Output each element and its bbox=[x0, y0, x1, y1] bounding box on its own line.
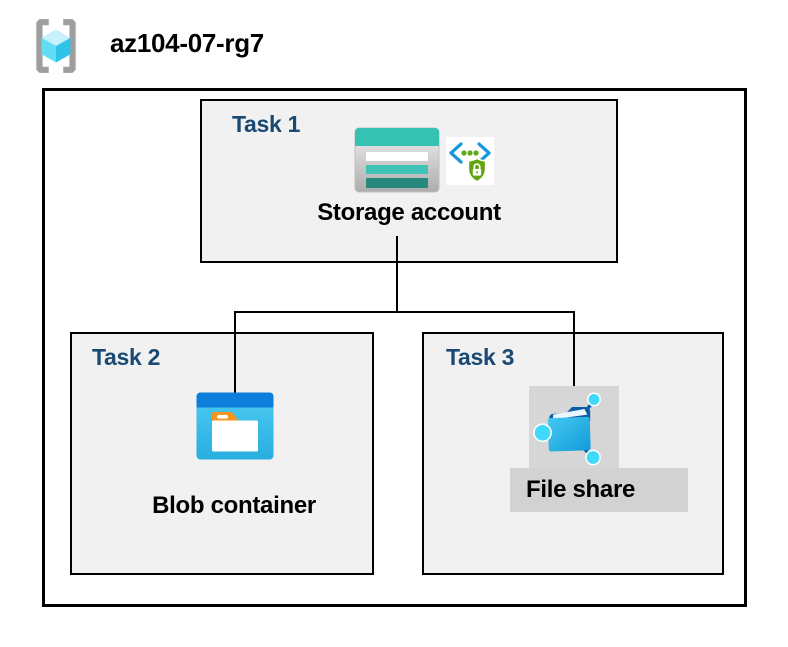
resource-group-title: az104-07-rg7 bbox=[110, 28, 264, 58]
task3-label: Task 3 bbox=[446, 344, 515, 370]
task1-label: Task 1 bbox=[232, 111, 301, 137]
resource-group-header: az104-07-rg7 bbox=[0, 0, 788, 88]
file-share-icon bbox=[533, 392, 601, 466]
blob-container-label: Blob container bbox=[152, 492, 316, 519]
storage-account-label: Storage account bbox=[317, 199, 501, 226]
connector-to-blob bbox=[234, 311, 236, 393]
file-share-label-highlight: File share bbox=[510, 468, 688, 512]
connector-storage-stem bbox=[396, 236, 398, 313]
resource-group-icon bbox=[36, 19, 76, 73]
connector-crossbar bbox=[234, 311, 575, 313]
sas-shield-lock-icon bbox=[446, 137, 494, 185]
storage-account-icon bbox=[354, 127, 440, 193]
connector-to-fileshare bbox=[573, 311, 575, 388]
task2-label: Task 2 bbox=[92, 344, 161, 370]
file-share-label: File share bbox=[526, 476, 636, 503]
blob-container-icon bbox=[196, 392, 274, 460]
